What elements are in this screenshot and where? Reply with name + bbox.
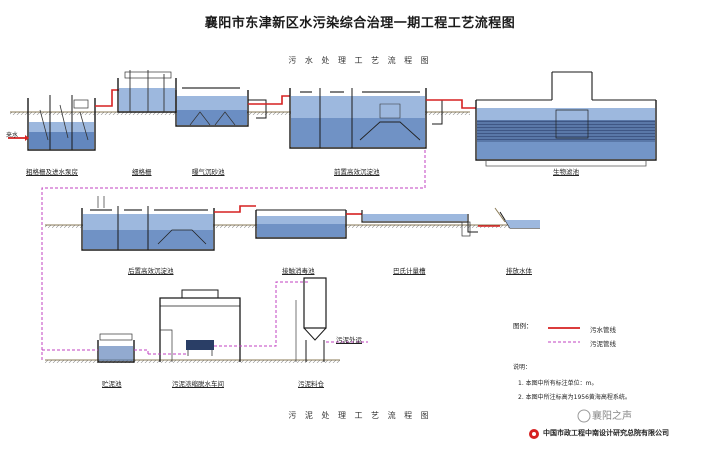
parshall-flume [361, 210, 478, 237]
pipe-4 [214, 205, 256, 213]
notes-title: 说明： [513, 364, 532, 371]
sludge-silo [295, 277, 327, 362]
label-dewatering-building: 污泥浓缩脱水车间 [172, 380, 224, 388]
label-bio-filter: 生物滤池 [553, 168, 579, 176]
sludge-storage-tank [97, 333, 135, 363]
label-parshall-flume: 巴氏计量槽 [393, 267, 426, 275]
watermark: 襄阳之声 [592, 411, 632, 422]
receiving-water-body [494, 207, 540, 229]
label-grit-chamber: 曝气沉砂池 [192, 168, 225, 176]
label-contact-disinfection: 接触消毒池 [282, 267, 315, 275]
legend-sludge-label: 污泥管线 [590, 340, 616, 348]
legend-sewage-label: 污水管线 [590, 326, 616, 334]
pre-sedimentation-tank [289, 88, 443, 149]
post-sedimentation-tank [81, 196, 215, 251]
label-sludge-silo: 污泥料仓 [298, 380, 324, 388]
note-line-2: 2. 本图中所注标高为1956黄海高程系统。 [518, 394, 631, 401]
legend-title: 图例： [513, 322, 533, 330]
note-line-1: 1. 本图中所有标注单位：m。 [518, 380, 598, 387]
company-name: 中国市政工程中南设计研究总院有限公司 [543, 429, 669, 437]
fine-screen [117, 70, 177, 113]
sludge-line-to-silo [214, 281, 310, 347]
label-fine-screen: 细格栅 [132, 168, 152, 176]
page-title: 襄阳市东津新区水污染综合治理一期工程工艺流程图 [204, 16, 516, 31]
label-coarse-screen: 粗格栅及进水泵房 [26, 168, 78, 176]
inflow-label: 来水 [6, 132, 19, 139]
sewage-flow-title: 污 水 处 理 工 艺 流 程 图 [288, 56, 432, 65]
sludge-dewatering-building [159, 289, 241, 362]
contact-disinfection-tank [255, 209, 347, 239]
aerated-grit-chamber [175, 87, 267, 127]
label-sludge-storage: 贮泥池 [102, 380, 122, 388]
sludge-line-main [41, 150, 426, 360]
pipe-1 [95, 89, 120, 107]
pipe-3 [426, 99, 476, 109]
label-pre-sedimentation: 前置高效沉淀池 [334, 168, 380, 176]
coarse-screen-pump-house [27, 95, 96, 151]
sludge-flow-title: 污 泥 处 理 工 艺 流 程 图 [288, 411, 432, 420]
biological-filter [475, 71, 657, 167]
label-receiving-water: 排放水体 [506, 267, 532, 275]
pipe-2 [248, 95, 290, 105]
wechat-icon [577, 409, 591, 423]
label-sludge-outlet: 污泥外运 [336, 336, 362, 344]
label-post-sedimentation: 后置高效沉淀池 [128, 267, 174, 275]
